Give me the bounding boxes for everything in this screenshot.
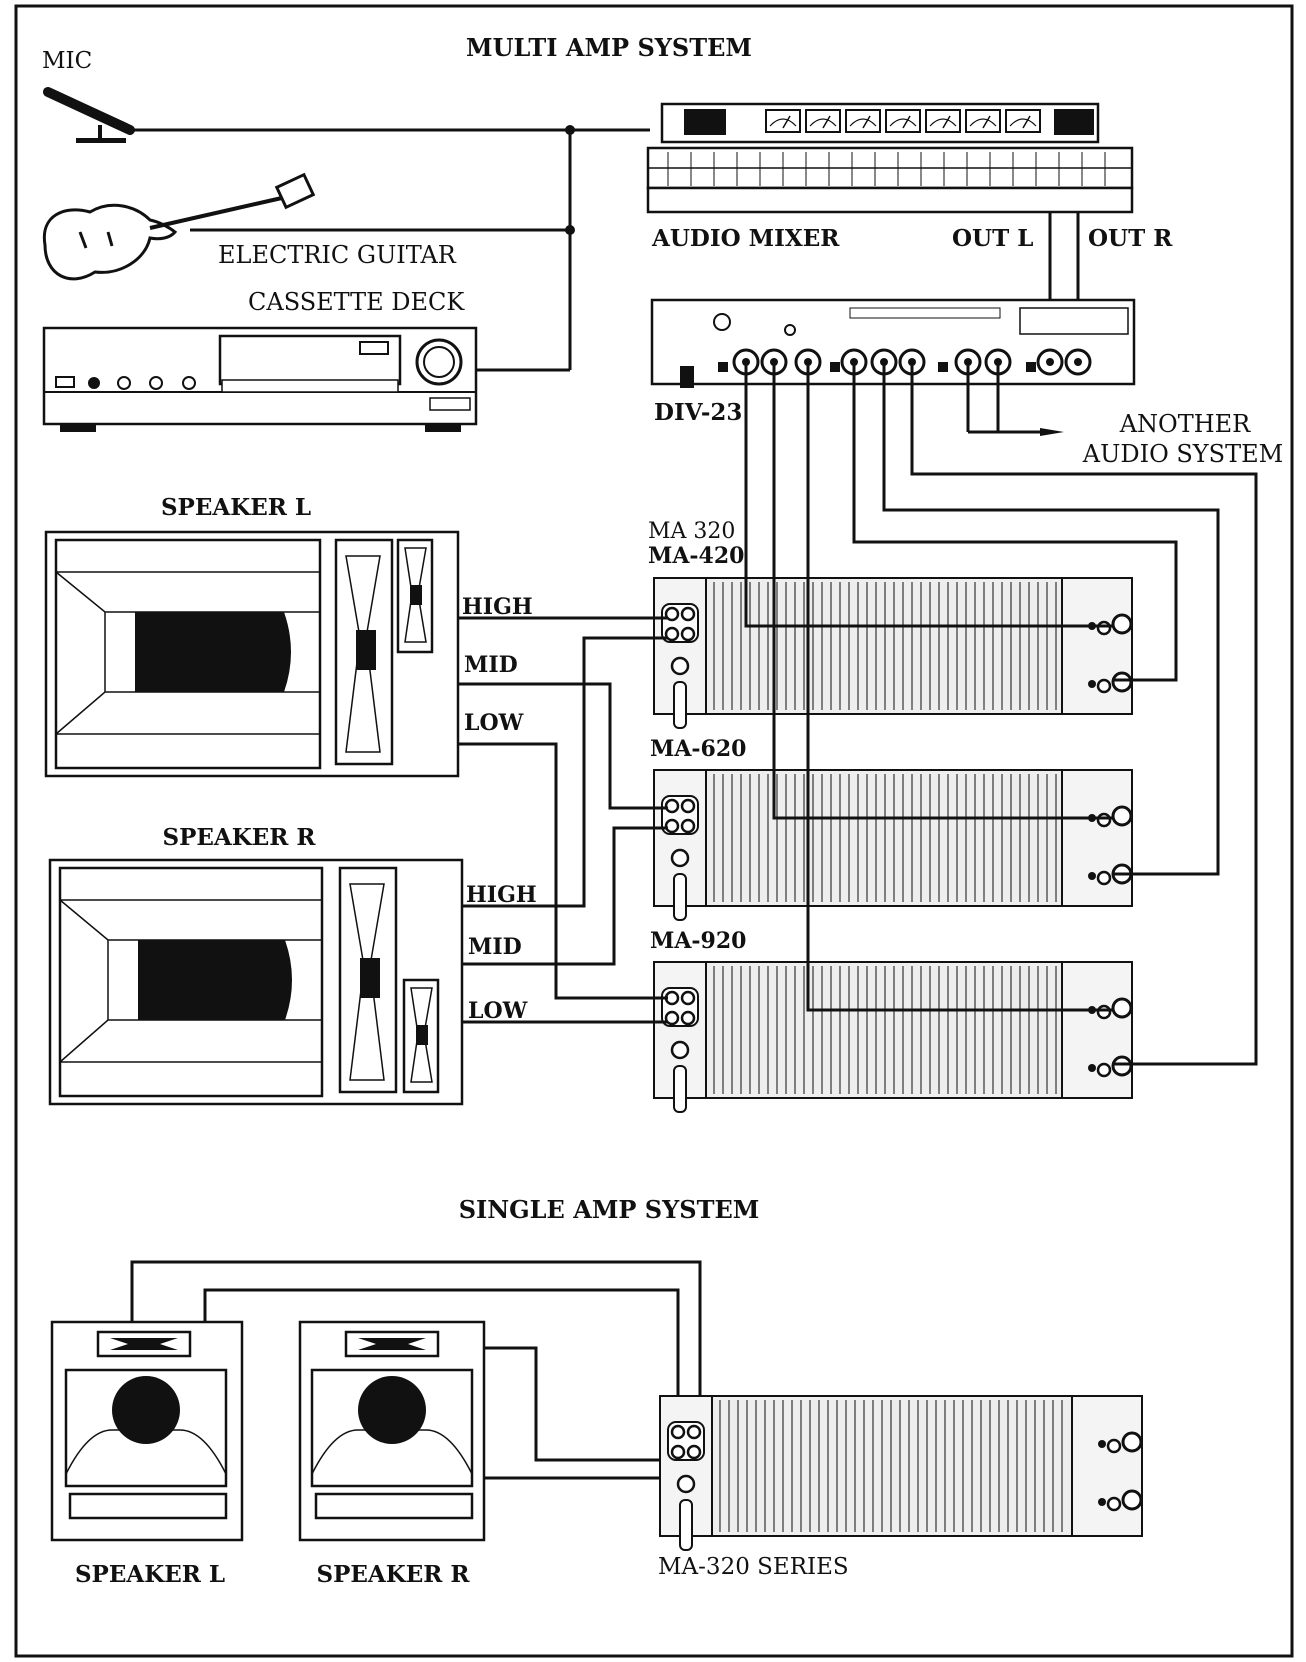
amp-ma-620 xyxy=(654,770,1132,920)
amp-xlr-input-icon xyxy=(1113,673,1131,691)
div-23-label: DIV-23 xyxy=(654,399,742,426)
amp-input-jack-icon xyxy=(1108,1498,1120,1510)
amp-ma-420 xyxy=(654,578,1132,728)
amp-xlr-input-icon xyxy=(1113,615,1131,633)
amp-speaker-terminal-icon xyxy=(672,1426,684,1438)
amp-top-label-1: MA 320 xyxy=(648,519,735,544)
speaker-l-mid-label: MID xyxy=(464,652,518,678)
amp-speaker-terminal-icon xyxy=(682,992,694,1004)
speaker-l-multi-title: SPEAKER L xyxy=(161,494,311,521)
mixer-vu-meter-icon xyxy=(926,110,960,132)
speaker-r-multi-cabinet xyxy=(50,860,462,1104)
amp-input-jack-icon xyxy=(1098,1006,1110,1018)
amp-ground-knob-icon xyxy=(672,658,688,674)
speaker-r-single-label: SPEAKER R xyxy=(316,1561,470,1588)
amp-xlr-input-icon xyxy=(1113,807,1131,825)
electric-guitar-label: ELECTRIC GUITAR xyxy=(218,241,457,269)
amp-speaker-terminal-icon xyxy=(682,628,694,640)
mixer-vu-meter-icon xyxy=(766,110,800,132)
amp-speaker-terminal-icon xyxy=(682,800,694,812)
speaker-r-multi-title: SPEAKER R xyxy=(162,824,316,851)
div-23-divider-icon xyxy=(652,300,1134,388)
mixer-vu-meter-icon xyxy=(886,110,920,132)
cassette-deck-icon xyxy=(44,328,476,432)
mixer-vu-meter-icon xyxy=(806,110,840,132)
another-system-label-1: ANOTHER xyxy=(1119,410,1251,438)
speaker-r-mid-label: MID xyxy=(468,934,522,960)
amp-input-jack-icon xyxy=(1098,814,1110,826)
amp-xlr-input-icon xyxy=(1123,1433,1141,1451)
amp-input-jack-icon xyxy=(1098,680,1110,692)
single-amp-title: SINGLE AMP SYSTEM xyxy=(459,1195,760,1224)
speaker-l-multi-cabinet xyxy=(46,532,458,776)
divider-ground-terminal-icon xyxy=(830,362,840,372)
amp-speaker-terminal-icon xyxy=(682,1012,694,1024)
amp-ma-920 xyxy=(654,962,1132,1112)
speaker-l-single-label: SPEAKER L xyxy=(75,1561,225,1588)
amp-speaker-terminal-icon xyxy=(682,608,694,620)
amp-input-jack-icon xyxy=(1098,1064,1110,1076)
mixer-vu-meter-icon xyxy=(966,110,1000,132)
microphone-icon xyxy=(48,92,130,143)
amp-xlr-input-icon xyxy=(1113,1057,1131,1075)
speaker-r-high-label: HIGH xyxy=(466,882,537,908)
amp-bottom-label: MA-920 xyxy=(650,928,746,954)
divider-ground-terminal-icon xyxy=(938,362,948,372)
speaker-r-single-cabinet xyxy=(300,1322,484,1540)
amp-ground-knob-icon xyxy=(672,1042,688,1058)
speaker-amp-wires xyxy=(458,618,668,1022)
single-amp-label: MA-320 SERIES xyxy=(658,1554,849,1580)
amp-ground-knob-icon xyxy=(672,850,688,866)
mixer-vu-meter-icon xyxy=(846,110,880,132)
speaker-r-low-label: LOW xyxy=(468,998,528,1024)
amp-mid-label: MA-620 xyxy=(650,736,746,762)
divider-ground-terminal-icon xyxy=(718,362,728,372)
cassette-deck-label: CASSETTE DECK xyxy=(248,288,465,316)
another-system-label-2: AUDIO SYSTEM xyxy=(1082,440,1283,468)
amp-input-jack-icon xyxy=(1108,1440,1120,1452)
amp-speaker-terminal-icon xyxy=(688,1426,700,1438)
mixer-out-l-label: OUT L xyxy=(952,225,1033,252)
speaker-l-low-label: LOW xyxy=(464,710,524,736)
amp-xlr-input-icon xyxy=(1123,1491,1141,1509)
amp-power-cord-icon xyxy=(674,874,686,920)
amp-ground-knob-icon xyxy=(678,1476,694,1492)
audio-mixer-icon xyxy=(648,104,1132,212)
mixer-vu-meter-icon xyxy=(1006,110,1040,132)
amp-speaker-terminal-icon xyxy=(666,800,678,812)
amp-speaker-terminal-icon xyxy=(688,1446,700,1458)
divider-ground-terminal-icon xyxy=(1026,362,1036,372)
amp-input-jack-icon xyxy=(1098,872,1110,884)
amp-power-cord-icon xyxy=(680,1500,692,1550)
amp-xlr-input-icon xyxy=(1113,999,1131,1017)
amp-ma-320-series xyxy=(660,1396,1142,1550)
amp-input-jack-icon xyxy=(1098,622,1110,634)
mixer-out-r-label: OUT R xyxy=(1088,225,1173,252)
mic-label: MIC xyxy=(42,48,92,74)
amp-speaker-terminal-icon xyxy=(682,820,694,832)
amp-top-label-2: MA-420 xyxy=(648,543,744,569)
amp-speaker-terminal-icon xyxy=(672,1446,684,1458)
amp-speaker-terminal-icon xyxy=(666,820,678,832)
amp-power-cord-icon xyxy=(674,1066,686,1112)
speaker-l-high-label: HIGH xyxy=(462,594,533,620)
amp-power-cord-icon xyxy=(674,682,686,728)
multi-amp-title: MULTI AMP SYSTEM xyxy=(466,33,752,62)
speaker-l-single-cabinet xyxy=(52,1322,242,1540)
audio-mixer-label: AUDIO MIXER xyxy=(651,225,840,252)
